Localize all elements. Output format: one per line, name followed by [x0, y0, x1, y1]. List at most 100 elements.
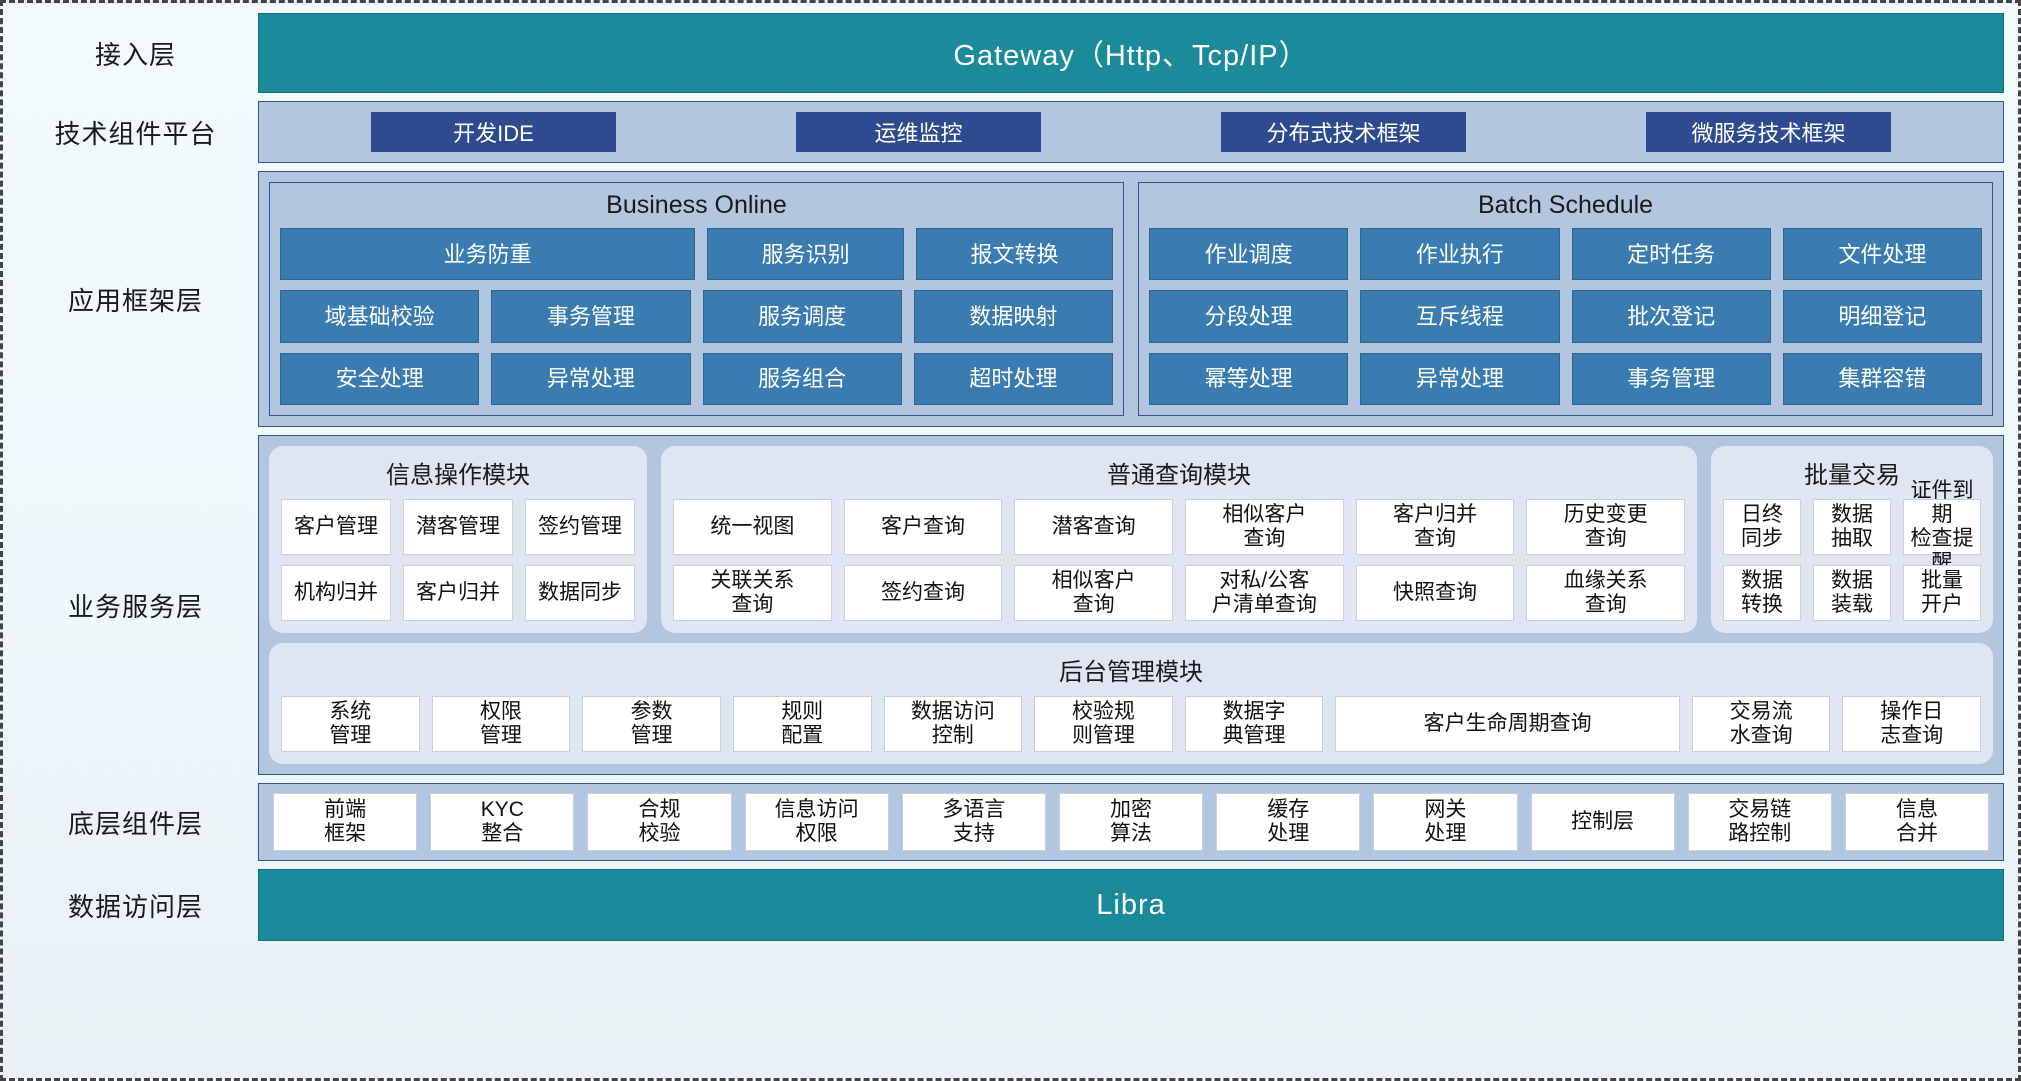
component-tile[interactable]: 加密算法: [1058, 793, 1204, 851]
biz-row: 数据转换 数据装载 批量开户: [1723, 565, 1981, 621]
biz-tile[interactable]: 潜客查询: [1014, 499, 1174, 555]
layer-app-framework: 应用框架层 Business Online 业务防重 服务识别 报文转换 域基础…: [13, 171, 2004, 427]
fw-tile[interactable]: 域基础校验: [280, 290, 480, 343]
business-service-panel: 信息操作模块 客户管理 潜客管理 签约管理 机构归并 客户归并 数据同步: [258, 435, 2004, 775]
biz-tile[interactable]: 潜客管理: [403, 499, 513, 555]
tech-tile-microservice-framework[interactable]: 微服务技术框架: [1646, 112, 1891, 152]
fw-tile[interactable]: 异常处理: [1360, 352, 1560, 405]
framework-group-business-online: Business Online 业务防重 服务识别 报文转换 域基础校验 事务管…: [269, 182, 1124, 416]
biz-tile[interactable]: 客户管理: [281, 499, 391, 555]
biz-row: 关联关系查询 签约查询 相似客户查询 对私/公客户清单查询 快照查询 血缘关系查…: [673, 565, 1686, 621]
admin-tile[interactable]: 客户生命周期查询: [1335, 696, 1680, 752]
biz-tile[interactable]: 数据装载: [1813, 565, 1891, 621]
component-tile[interactable]: 信息访问权限: [744, 793, 889, 851]
biz-tile[interactable]: 快照查询: [1355, 565, 1515, 621]
layer-data-access: 数据访问层 Libra: [13, 869, 2004, 941]
fw-tile[interactable]: 服务组合: [702, 352, 902, 405]
fw-tile[interactable]: 安全处理: [280, 352, 480, 405]
fw-tile[interactable]: 超时处理: [913, 352, 1113, 405]
biz-tile[interactable]: 客户归并查询: [1355, 499, 1515, 555]
admin-tile[interactable]: 系统管理: [281, 696, 420, 752]
biz-card-title: 信息操作模块: [386, 462, 530, 489]
layer-label-business-service: 业务服务层: [67, 591, 203, 622]
biz-tile[interactable]: 数据抽取: [1813, 499, 1891, 555]
admin-tile[interactable]: 数据访问控制: [883, 696, 1023, 752]
admin-tile[interactable]: 权限管理: [431, 696, 571, 752]
framework-row: 幂等处理 异常处理 事务管理 集群容错: [1149, 352, 1982, 405]
biz-tile[interactable]: 相似客户查询: [1185, 499, 1344, 555]
group-title-batch-schedule: Batch Schedule: [1477, 191, 1654, 219]
fw-tile[interactable]: 事务管理: [1571, 352, 1771, 405]
fw-tile[interactable]: 互斥线程: [1360, 290, 1560, 343]
biz-tile[interactable]: 日终同步: [1723, 499, 1801, 555]
biz-card-info-operations: 信息操作模块 客户管理 潜客管理 签约管理 机构归并 客户归并 数据同步: [269, 446, 647, 633]
layer-label-access: 接入层: [94, 39, 176, 70]
component-tile[interactable]: 网关处理: [1373, 793, 1518, 851]
framework-row: 域基础校验 事务管理 服务调度 数据映射: [280, 290, 1113, 343]
layer-business-service: 业务服务层 信息操作模块 客户管理 潜客管理 签约管理: [13, 435, 2004, 775]
fw-tile[interactable]: 作业调度: [1149, 228, 1349, 281]
layer-label-tech: 技术组件平台: [54, 118, 217, 149]
fw-tile[interactable]: 服务识别: [707, 228, 905, 281]
fw-tile[interactable]: 幂等处理: [1149, 352, 1349, 405]
component-tile[interactable]: 缓存处理: [1216, 793, 1361, 851]
fw-tile[interactable]: 批次登记: [1571, 290, 1771, 343]
fw-tile[interactable]: 文件处理: [1782, 228, 1982, 281]
component-tile[interactable]: 多语言支持: [901, 793, 1046, 851]
component-tile[interactable]: 交易链路控制: [1687, 793, 1832, 851]
admin-tile[interactable]: 规则配置: [732, 696, 872, 752]
biz-tile[interactable]: 签约查询: [843, 565, 1003, 621]
fw-tile[interactable]: 明细登记: [1782, 290, 1982, 343]
biz-tile[interactable]: 关联关系查询: [673, 565, 832, 621]
biz-row: 系统管理 权限管理 参数管理 规则配置 数据访问控制 校验规则管理 数据字典管理…: [281, 696, 1982, 752]
biz-row: 客户管理 潜客管理 签约管理: [281, 499, 635, 555]
component-tile[interactable]: 信息合并: [1844, 793, 1990, 851]
biz-tile[interactable]: 历史变更查询: [1526, 499, 1686, 555]
biz-tile[interactable]: 签约管理: [525, 499, 635, 555]
component-tile[interactable]: 控制层: [1530, 793, 1675, 851]
biz-row: 统一视图 客户查询 潜客查询 相似客户查询 客户归并查询 历史变更查询: [673, 499, 1686, 555]
layer-label-bottom: 底层组件层: [67, 808, 203, 839]
admin-tile[interactable]: 交易流水查询: [1691, 696, 1831, 752]
component-tile[interactable]: 前端框架: [273, 793, 418, 851]
fw-tile[interactable]: 定时任务: [1571, 228, 1771, 281]
biz-card-title: 普通查询模块: [1107, 462, 1251, 489]
biz-card-title: 后台管理模块: [1059, 659, 1203, 686]
admin-tile[interactable]: 数据字典管理: [1184, 696, 1324, 752]
fw-tile[interactable]: 作业执行: [1360, 228, 1560, 281]
group-title-business-online: Business Online: [606, 191, 787, 219]
biz-tile[interactable]: 证件到期检查提醒: [1903, 479, 1981, 574]
biz-tile[interactable]: 血缘关系查询: [1526, 565, 1686, 621]
component-tile[interactable]: 合规校验: [587, 793, 732, 851]
biz-tile[interactable]: 相似客户查询: [1014, 565, 1174, 621]
biz-tile[interactable]: 客户查询: [843, 499, 1003, 555]
admin-tile[interactable]: 操作日志查询: [1842, 696, 1982, 752]
tech-tile-ide[interactable]: 开发IDE: [371, 112, 616, 152]
biz-tile[interactable]: 数据转换: [1723, 565, 1801, 621]
admin-tile[interactable]: 参数管理: [582, 696, 721, 752]
layer-label-app-framework: 应用框架层: [67, 285, 203, 316]
biz-tile[interactable]: 客户归并: [403, 565, 513, 621]
fw-tile[interactable]: 服务调度: [702, 290, 902, 343]
biz-tile[interactable]: 数据同步: [525, 565, 635, 621]
tech-tile-distributed-framework[interactable]: 分布式技术框架: [1221, 112, 1466, 152]
biz-tile[interactable]: 统一视图: [673, 499, 832, 555]
admin-tile[interactable]: 校验规则管理: [1034, 696, 1173, 752]
biz-card-common-query: 普通查询模块 统一视图 客户查询 潜客查询 相似客户查询 客户归并查询 历史变更…: [661, 446, 1697, 633]
fw-tile[interactable]: 事务管理: [491, 290, 691, 343]
framework-row: 作业调度 作业执行 定时任务 文件处理: [1149, 228, 1982, 281]
biz-tile[interactable]: 批量开户: [1903, 565, 1981, 621]
fw-tile[interactable]: 集群容错: [1782, 352, 1982, 405]
fw-tile[interactable]: 分段处理: [1149, 290, 1349, 343]
fw-tile[interactable]: 异常处理: [491, 352, 691, 405]
fw-tile[interactable]: 报文转换: [916, 228, 1113, 281]
biz-tile[interactable]: 机构归并: [281, 565, 391, 621]
fw-tile[interactable]: 业务防重: [280, 228, 696, 281]
biz-tile[interactable]: 对私/公客户清单查询: [1185, 565, 1344, 621]
fw-tile[interactable]: 数据映射: [913, 290, 1113, 343]
layer-tech-platform: 技术组件平台 开发IDE 运维监控 分布式技术框架 微服务技术框架: [13, 101, 2004, 163]
tech-tile-ops-monitor[interactable]: 运维监控: [796, 112, 1041, 152]
